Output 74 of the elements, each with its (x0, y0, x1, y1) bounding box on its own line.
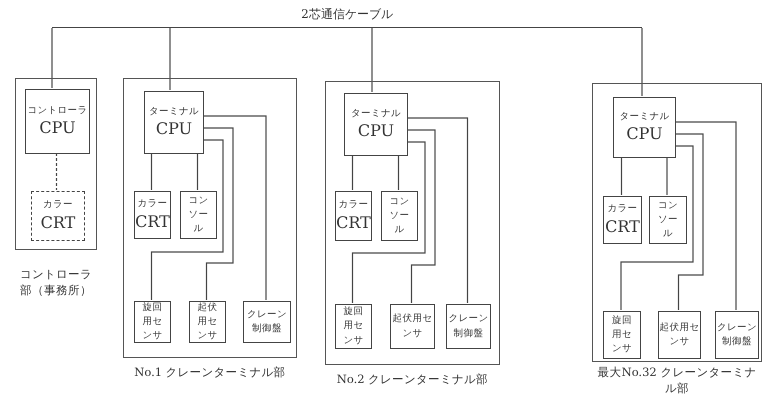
connector-line (352, 155, 354, 190)
unit-name: CPU (156, 120, 192, 138)
device-label: クレーン制御盤 (448, 312, 490, 340)
unit-type: カラー (338, 200, 368, 211)
connector-line (169, 28, 171, 90)
unit-caption: 最大No.32 クレーンターミナル部 (596, 365, 758, 396)
connector-line (203, 115, 267, 300)
connector-line (51, 28, 53, 88)
bus-line (52, 10, 642, 28)
device-box (189, 301, 226, 343)
connector-line (407, 129, 436, 303)
unit-type: ターミナル (620, 112, 670, 122)
device-label: コンソール (658, 198, 678, 242)
device-box (658, 311, 701, 359)
connector-line (620, 145, 694, 310)
device-label: クレーン制御盤 (716, 320, 758, 349)
device-box (243, 301, 291, 343)
unit-type: ターミナル (351, 108, 401, 120)
unit-name: CRT (336, 214, 371, 232)
device-label: コンソール (389, 194, 410, 238)
device-box (134, 301, 171, 343)
unit-caption: No.2 クレーンターミナル部 (336, 372, 488, 388)
device-label: クレーン制御盤 (246, 308, 288, 336)
device-label: コンソール (188, 194, 209, 236)
connector-line (398, 155, 400, 190)
device-box (180, 191, 217, 239)
device-label: 起伏用センサ (658, 320, 700, 349)
crt-box (31, 191, 85, 241)
connector-line (203, 127, 234, 300)
connector-line (675, 133, 704, 310)
cpu-box (613, 97, 676, 158)
connector-line (666, 157, 668, 195)
connector-line (641, 28, 643, 96)
unit-name: CPU (39, 119, 76, 138)
device-label: 起伏用センサ (392, 312, 434, 340)
unit-name: CRT (605, 218, 640, 236)
connector-line (371, 28, 373, 92)
cpu-box (144, 91, 204, 154)
connector-line (407, 117, 468, 303)
cpu-box (344, 93, 408, 156)
device-label: 旋回用センサ (343, 305, 364, 348)
device-box (603, 311, 641, 359)
device-box (381, 191, 418, 241)
unit-type: カラー (138, 199, 168, 210)
connector-line (675, 121, 737, 310)
unit-name: CRT (40, 214, 76, 232)
unit-name: CPU (626, 125, 663, 144)
connector-line (56, 153, 58, 190)
connector-line (150, 153, 152, 190)
crt-box (335, 191, 372, 241)
crt-box (134, 191, 171, 239)
device-box (335, 304, 372, 349)
unit-type: コントローラ (28, 106, 88, 116)
device-label: 旋回用センサ (142, 300, 163, 344)
unit-name: CRT (135, 212, 170, 231)
cable-label: 2芯通信ケーブル (301, 8, 393, 22)
unit-caption: コントローラ部（事務所） (19, 267, 93, 298)
device-box (649, 196, 687, 244)
device-label: 起伏用センサ (197, 300, 218, 344)
connector-line (352, 141, 426, 303)
connector-line (150, 139, 224, 300)
device-box (715, 311, 759, 359)
unit-type: カラー (608, 204, 638, 215)
cpu-box (25, 89, 90, 154)
unit-type: カラー (43, 200, 73, 211)
unit-type: ターミナル (149, 106, 199, 118)
device-box (446, 304, 491, 349)
crt-box (603, 196, 642, 244)
connector-line (196, 153, 198, 190)
unit-name: CPU (358, 122, 394, 140)
device-label: 旋回用センサ (612, 314, 632, 356)
connector-line (620, 157, 622, 195)
device-box (390, 304, 435, 349)
unit-caption: No.1 クレーンターミナル部 (134, 365, 286, 381)
